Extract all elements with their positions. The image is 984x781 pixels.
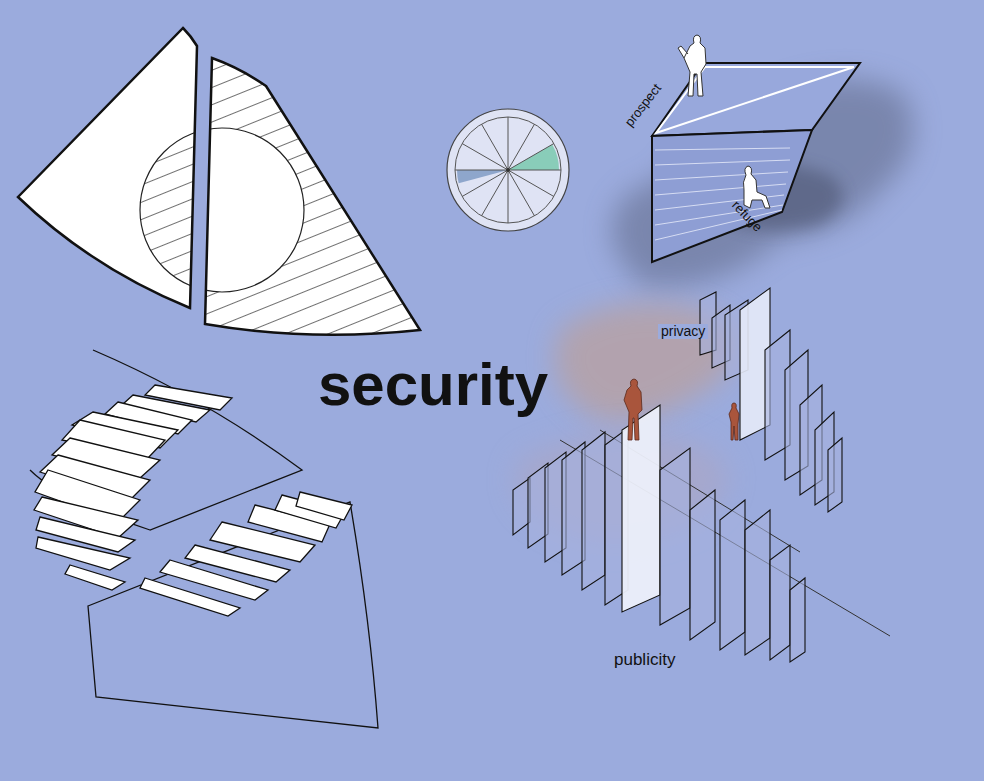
prospect-refuge-shelter — [612, 35, 913, 287]
split-fan — [18, 28, 420, 335]
privacy-label: privacy — [658, 324, 708, 339]
prospect-label: prospect — [622, 81, 664, 129]
compass-circle — [447, 109, 569, 231]
publicity-label: publicity — [614, 651, 675, 670]
title-word: security — [318, 352, 548, 418]
plane-field — [513, 288, 890, 662]
